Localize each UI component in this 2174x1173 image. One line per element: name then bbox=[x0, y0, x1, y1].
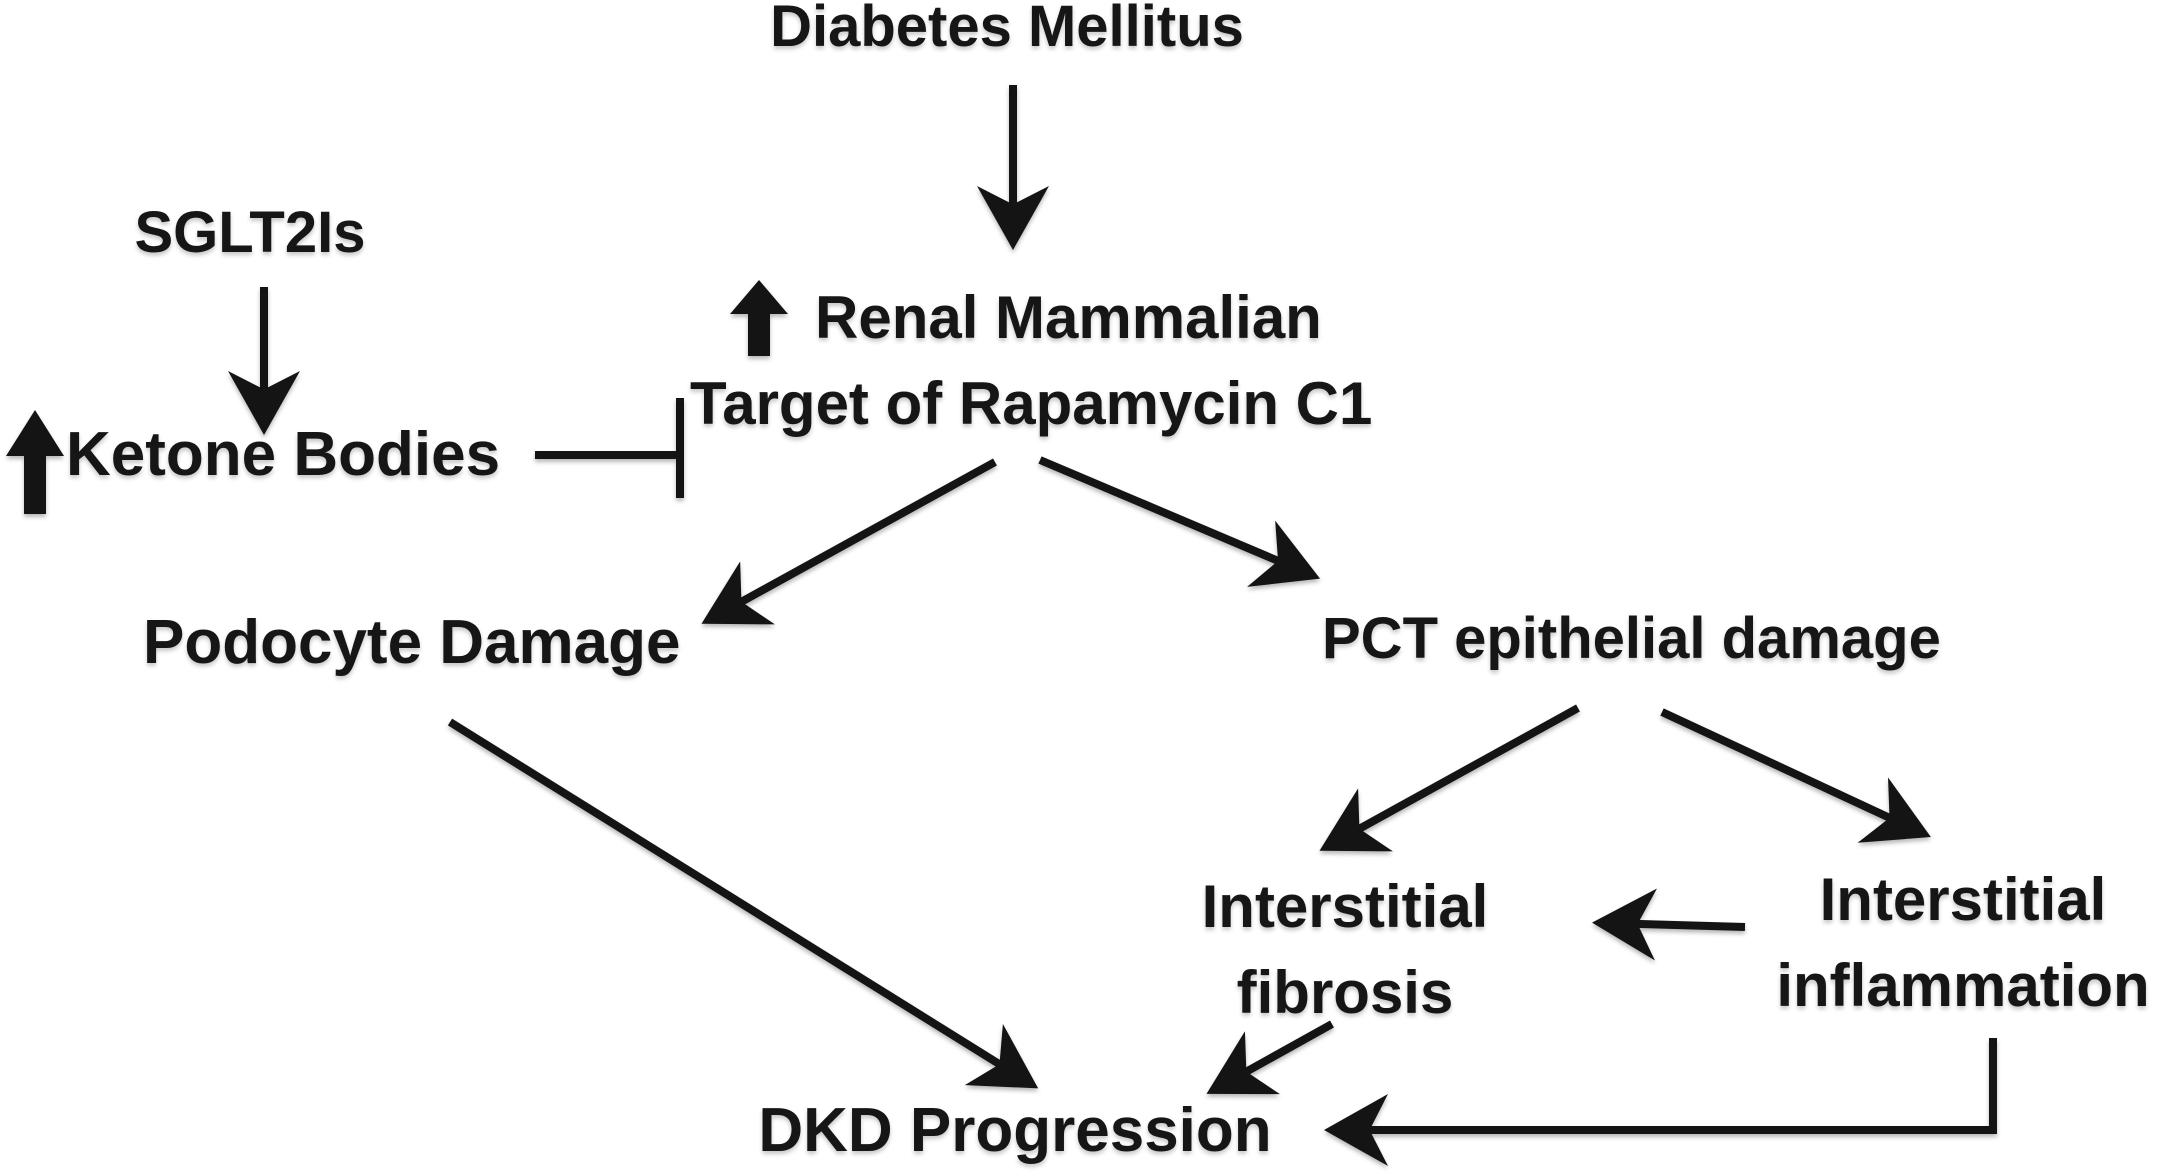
edge-podocyte-to-dkd bbox=[447, 718, 1039, 1089]
inflammation-line2: inflammation bbox=[1776, 952, 2150, 1019]
up-arrow-icon bbox=[6, 410, 64, 514]
node-ketone-bodies: Ketone Bodies bbox=[66, 420, 501, 489]
edge-fibrosis-to-dkd bbox=[1206, 1020, 1334, 1095]
fibrosis-line2: fibrosis bbox=[1236, 959, 1454, 1026]
edge-inflammation-to-fibrosis bbox=[1592, 888, 1746, 961]
node-pct-epithelial-damage: PCT epithelial damage bbox=[1322, 606, 1941, 671]
node-podocyte-damage: Podocyte Damage bbox=[143, 608, 681, 677]
node-mtor-line2: Target of Rapamycin C1 bbox=[690, 370, 1373, 437]
node-dkd-progression: DKD Progression bbox=[758, 1096, 1272, 1165]
node-diabetes-mellitus: Diabetes Mellitus bbox=[770, 0, 1244, 59]
edge-inflammation-to-dkd-elbow bbox=[1324, 1038, 1997, 1166]
up-arrow-icon bbox=[730, 280, 788, 356]
fibrosis-line1: Interstitial bbox=[1201, 873, 1489, 940]
node-mtor-line1: Renal Mammalian bbox=[815, 284, 1322, 351]
edge-pct-to-inflammation bbox=[1660, 708, 1931, 843]
inflammation-line1: Interstitial bbox=[1819, 866, 2107, 933]
node-interstitial-inflammation: Interstitial inflammation bbox=[1713, 857, 2174, 1029]
node-sglt2is: SGLT2Is bbox=[134, 200, 366, 265]
edge-mtor-to-podocyte bbox=[701, 458, 997, 625]
edge-mtor-to-pct bbox=[1038, 456, 1321, 587]
edge-pct-to-fibrosis bbox=[1319, 704, 1580, 852]
node-interstitial-fibrosis: Interstitial fibrosis bbox=[1145, 864, 1545, 1036]
